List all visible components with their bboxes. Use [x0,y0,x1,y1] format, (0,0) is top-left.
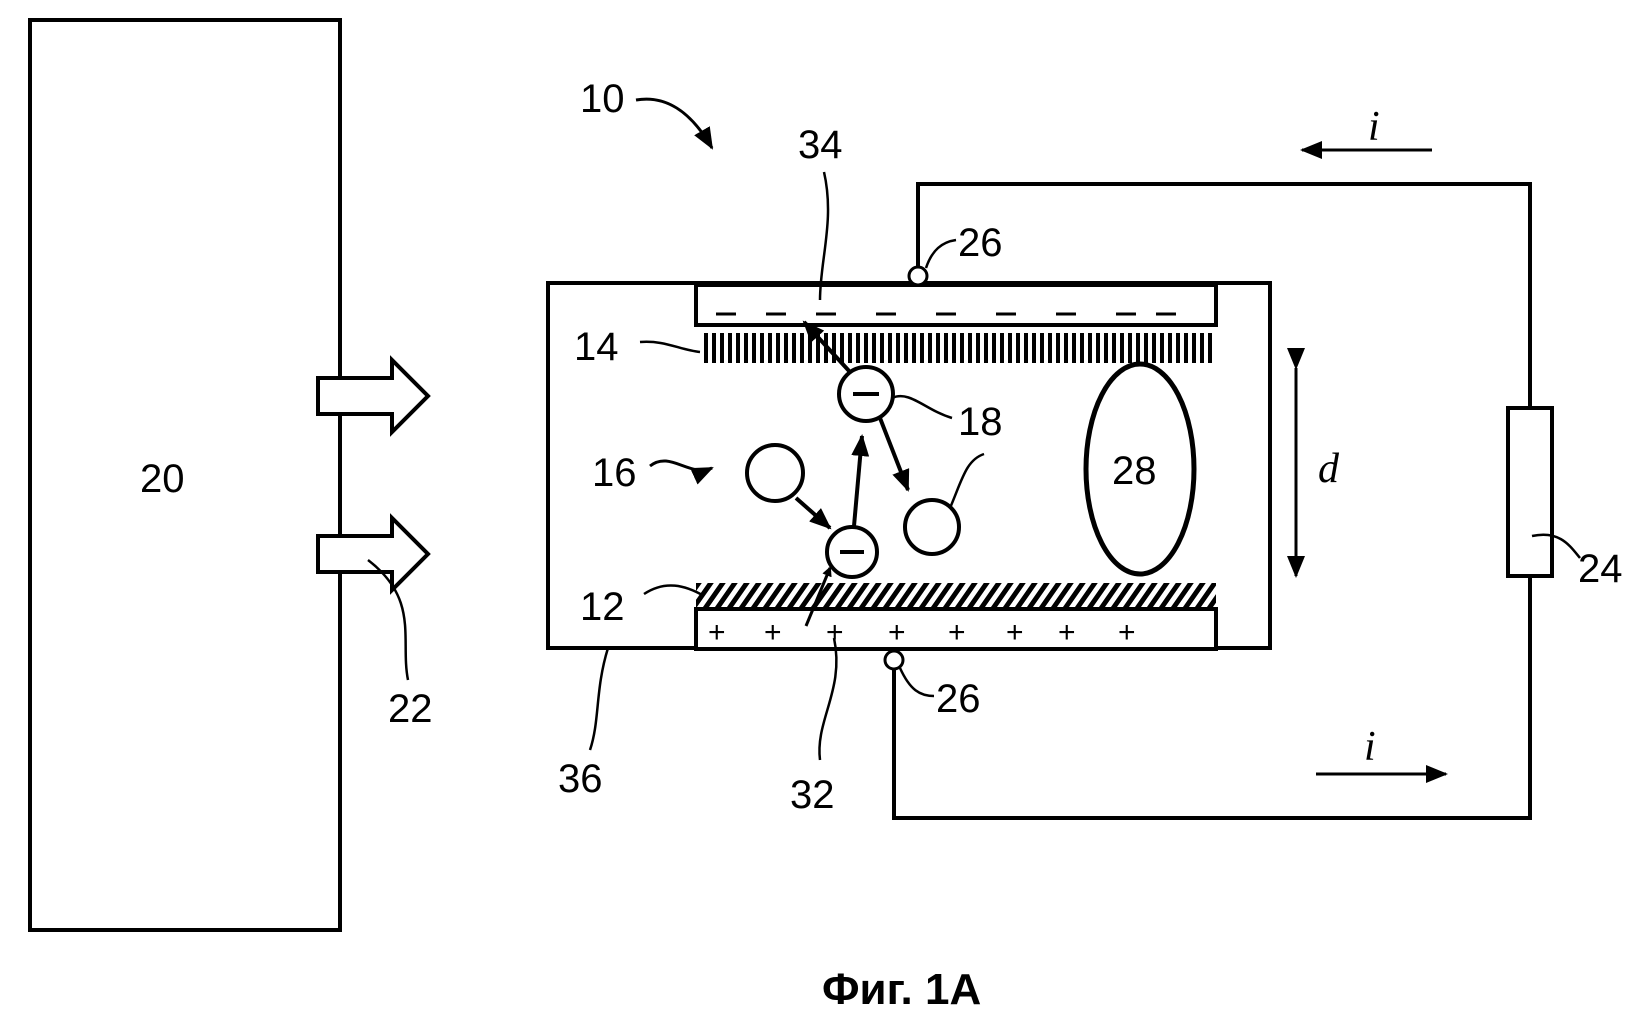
leader-26-top [926,240,956,268]
leader-14 [640,342,700,352]
collector-bristles [700,333,1212,363]
terminal-bottom [885,651,903,669]
svg-text:+: + [948,616,966,649]
heat-source-block [30,20,340,930]
top-electrode [696,285,1216,325]
heat-arrow-lower [318,518,428,590]
leader-18 [892,396,952,418]
label-d: d [1318,446,1340,492]
svg-text:+: + [1058,616,1076,649]
leader-26-bottom [900,668,934,696]
label-32: 32 [790,773,835,817]
pointer-arrow-16 [650,461,712,470]
arrow-neutral-to-emitter [796,498,830,528]
label-10: 10 [580,77,625,121]
leader-36 [590,648,608,750]
figure-caption: Фиг. 1А [822,965,981,1014]
leader-12 [644,585,704,596]
label-36: 36 [558,757,603,801]
label-26-top: 26 [958,221,1003,265]
emitter-layer [696,583,1216,609]
heat-arrow-upper [318,360,428,432]
terminal-top [909,267,927,285]
svg-text:+: + [1118,616,1136,649]
label-12: 12 [580,585,625,629]
arrow-charged-up [854,436,862,526]
svg-text:+: + [888,616,906,649]
pointer-arrow-10 [636,99,712,148]
load-resistor [1508,408,1552,576]
label-18: 18 [958,400,1003,444]
label-20: 20 [140,457,185,501]
svg-text:+: + [764,616,782,649]
label-current-top: i [1368,104,1380,150]
label-16: 16 [592,451,637,495]
leader-neutral-right [950,454,984,508]
label-14: 14 [574,325,619,369]
label-22: 22 [388,687,433,731]
label-24: 24 [1578,547,1623,591]
arrow-neutral-return [880,418,908,490]
leader-32 [819,638,836,760]
label-34: 34 [798,123,843,167]
label-26-bottom: 26 [936,677,981,721]
label-current-bottom: i [1364,724,1376,770]
leader-34 [820,172,828,300]
svg-text:+: + [708,616,726,649]
neutral-particle-16 [747,445,803,501]
svg-text:+: + [1006,616,1024,649]
label-28: 28 [1112,449,1157,493]
